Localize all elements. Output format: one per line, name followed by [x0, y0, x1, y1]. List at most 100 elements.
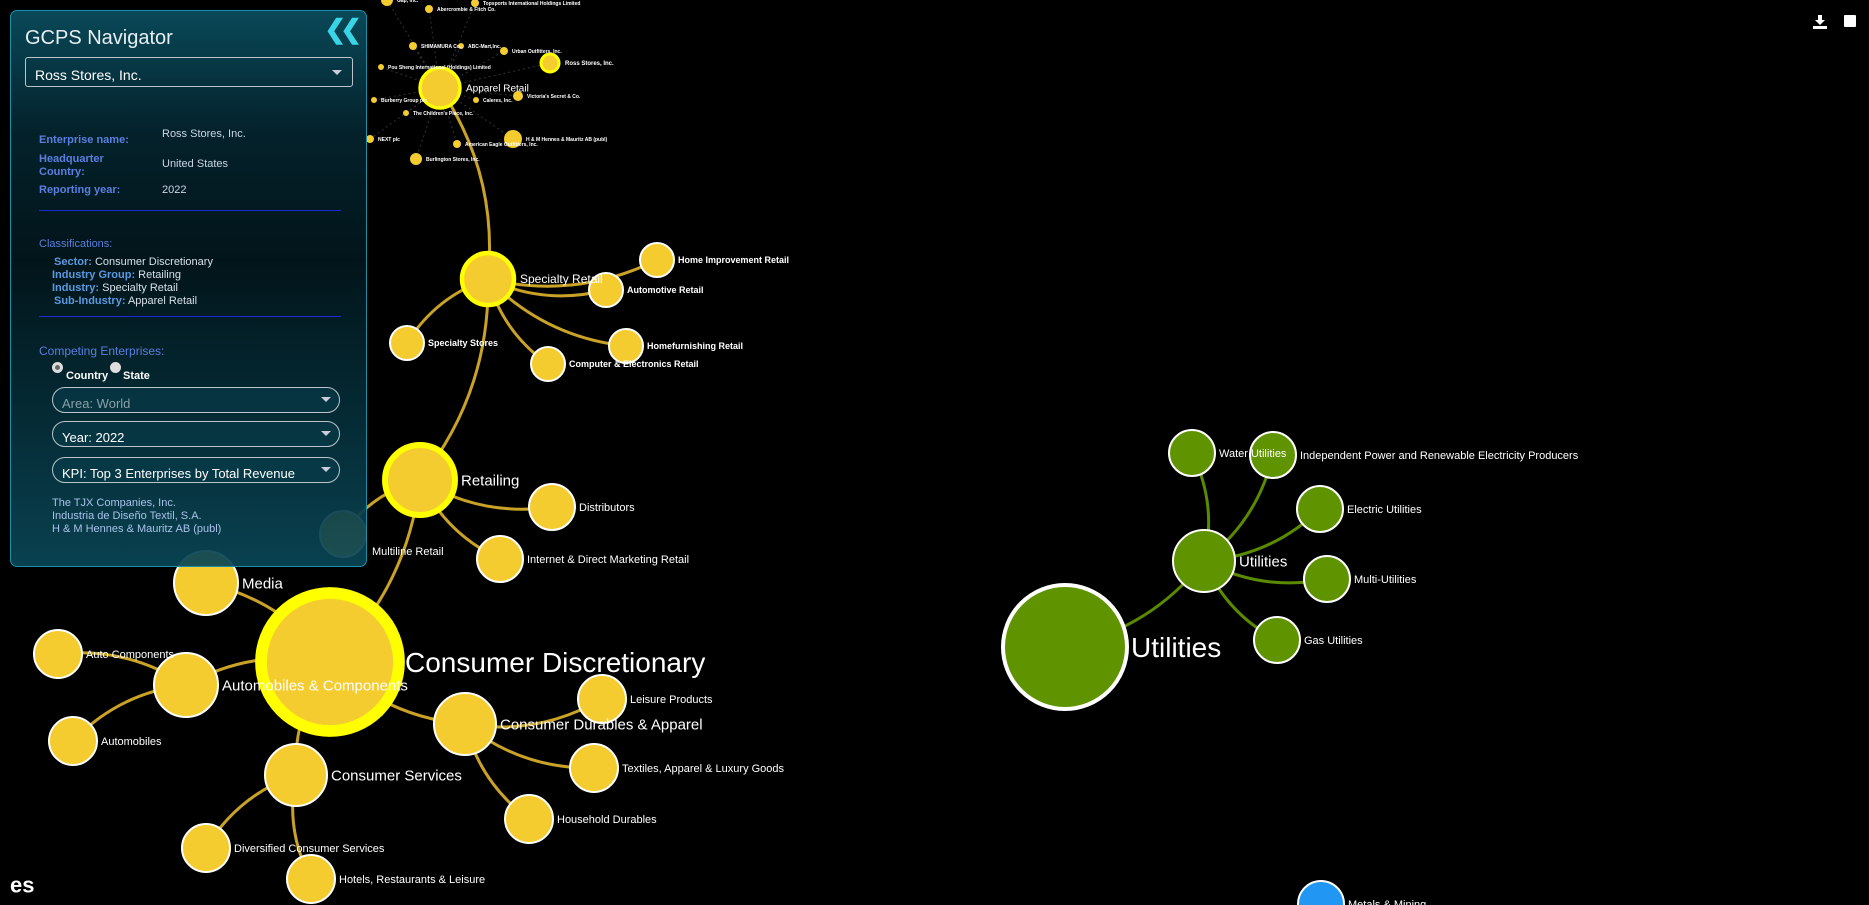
node-circle-sps[interactable]	[389, 325, 425, 361]
gcps-navigator-panel: ❮❮ GCPS Navigator Ross Stores, Inc. Ente…	[10, 10, 367, 567]
node-circle-vic[interactable]	[513, 91, 523, 101]
node-circle-hm[interactable]	[504, 130, 522, 148]
node-circle-cd[interactable]	[255, 587, 405, 737]
kpi-select[interactable]: KPI: Top 3 Enterprises by Total Revenue	[52, 457, 340, 483]
node-circle-burb[interactable]	[371, 97, 377, 103]
node-circle-hhd[interactable]	[504, 794, 554, 844]
node-circle-cda[interactable]	[433, 692, 497, 756]
sector-label: Sector:	[54, 256, 92, 268]
node-label: Multi-Utilities	[1354, 574, 1417, 586]
node-circle-tops[interactable]	[471, 0, 479, 7]
node-label: Utilities	[1131, 632, 1221, 663]
node-label: Gap, Inc.	[397, 0, 419, 4]
node-circle-ae[interactable]	[453, 140, 461, 148]
node-label: Apparel Retail	[466, 84, 529, 95]
node-label: Electric Utilities	[1347, 504, 1422, 516]
node-circle-utg[interactable]	[1172, 529, 1236, 593]
radio-country[interactable]	[52, 362, 63, 373]
node-label: Computer & Electronics Retail	[569, 359, 699, 369]
radio-state[interactable]	[110, 362, 121, 373]
node-circle-ele[interactable]	[1296, 485, 1344, 533]
node-circle-dcs[interactable]	[181, 823, 231, 873]
node-circle-wat[interactable]	[1168, 429, 1216, 477]
hq-label-1: Headquarter	[39, 153, 104, 165]
sub-industry-label: Sub-Industry:	[54, 295, 126, 307]
sub-industry-value: Apparel Retail	[127, 295, 198, 307]
node-circle-anf[interactable]	[425, 5, 433, 13]
node-circle-spr[interactable]	[459, 250, 517, 308]
node-circle-pou[interactable]	[378, 64, 384, 70]
industry-group-line: Industry Group: Retailing	[52, 269, 181, 281]
node-circle-child[interactable]	[403, 110, 409, 116]
node-circle-aur[interactable]	[588, 272, 624, 308]
download-icon	[1813, 15, 1827, 29]
industry-value: Specialty Retail	[102, 282, 178, 294]
company-edge	[439, 50, 505, 89]
node-circle-gap[interactable]	[381, 0, 393, 6]
year-select[interactable]: Year: 2022	[52, 421, 340, 447]
node-label: Topsports International Holdings Limited	[483, 1, 580, 7]
competitor-item[interactable]: Industria de Diseño Textil, S.A.	[52, 510, 202, 522]
node-label: Retailing	[461, 472, 519, 489]
stop-button[interactable]	[1843, 14, 1857, 33]
node-label: SHIMAMURA Co.,	[421, 44, 463, 50]
enterprise-name-value: Ross Stores, Inc.	[162, 128, 246, 140]
node-circle-leis[interactable]	[577, 674, 627, 724]
divider	[39, 316, 341, 317]
download-button[interactable]	[1812, 14, 1828, 35]
node-circle-mul[interactable]	[1303, 555, 1351, 603]
node-label: Gas Utilities	[1304, 635, 1363, 647]
enterprise-name-label: Enterprise name:	[39, 134, 129, 146]
company-edge	[412, 45, 441, 89]
node-circle-urban[interactable]	[500, 47, 508, 55]
node-circle-automob[interactable]	[48, 716, 98, 766]
node-circle-ipp[interactable]	[1249, 431, 1297, 479]
node-circle-cal[interactable]	[473, 97, 479, 103]
sub-industry-line: Sub-Industry: Apparel Retail	[54, 295, 197, 307]
chevron-down-icon	[321, 431, 331, 436]
node-circle-apr[interactable]	[418, 66, 462, 110]
node-label: Hotels, Restaurants & Leisure	[339, 874, 485, 886]
node-circle-dist[interactable]	[528, 483, 576, 531]
node-label: NEXT plc	[378, 137, 400, 143]
node-circle-met[interactable]	[1297, 880, 1345, 905]
industry-label: Industry:	[52, 282, 100, 294]
year-select-value: Year: 2022	[62, 430, 125, 445]
node-circle-cs[interactable]	[264, 743, 328, 807]
node-label: Consumer Discretionary	[405, 647, 705, 678]
node-circle-autocomp[interactable]	[33, 629, 83, 679]
node-circle-ross[interactable]	[539, 52, 561, 74]
competitor-item[interactable]: The TJX Companies, Inc.	[52, 497, 176, 509]
node-circle-auto[interactable]	[153, 652, 219, 718]
node-circle-ret[interactable]	[382, 442, 458, 518]
node-circle-tex[interactable]	[569, 743, 619, 793]
node-label: Utilities	[1239, 553, 1287, 570]
node-label: ABC-Mart,Inc.	[468, 44, 502, 50]
node-circle-gas[interactable]	[1253, 616, 1301, 664]
node-circle-burl[interactable]	[410, 153, 422, 165]
node-circle-hfr[interactable]	[608, 328, 644, 364]
hq-country-value: United States	[162, 158, 229, 170]
node-circle-idm[interactable]	[476, 535, 524, 583]
node-circle-hrl[interactable]	[286, 854, 336, 904]
node-label: Specialty Retail	[520, 272, 603, 286]
node-circle-shim[interactable]	[409, 42, 417, 50]
chevron-down-icon	[321, 397, 331, 402]
node-label: Metals & Mining	[1348, 899, 1426, 905]
node-label: Burlington Stores, Inc.	[426, 157, 480, 163]
divider	[39, 210, 341, 211]
node-label: Automobiles & Components	[222, 677, 408, 694]
chevron-down-icon	[321, 467, 331, 472]
node-circle-abc[interactable]	[458, 43, 464, 49]
chevron-down-icon	[332, 70, 342, 75]
node-circle-hir[interactable]	[639, 242, 675, 278]
enterprise-select[interactable]: Ross Stores, Inc.	[25, 57, 353, 87]
node-circle-ut[interactable]	[1001, 583, 1129, 711]
competitor-item[interactable]: H & M Hennes & Mauritz AB (publ)	[52, 523, 222, 535]
area-select[interactable]: Area: World	[52, 387, 340, 413]
node-circle-next[interactable]	[366, 135, 374, 143]
collapse-panel-button[interactable]: ❮❮	[324, 14, 361, 45]
node-circle-cer[interactable]	[530, 346, 566, 382]
